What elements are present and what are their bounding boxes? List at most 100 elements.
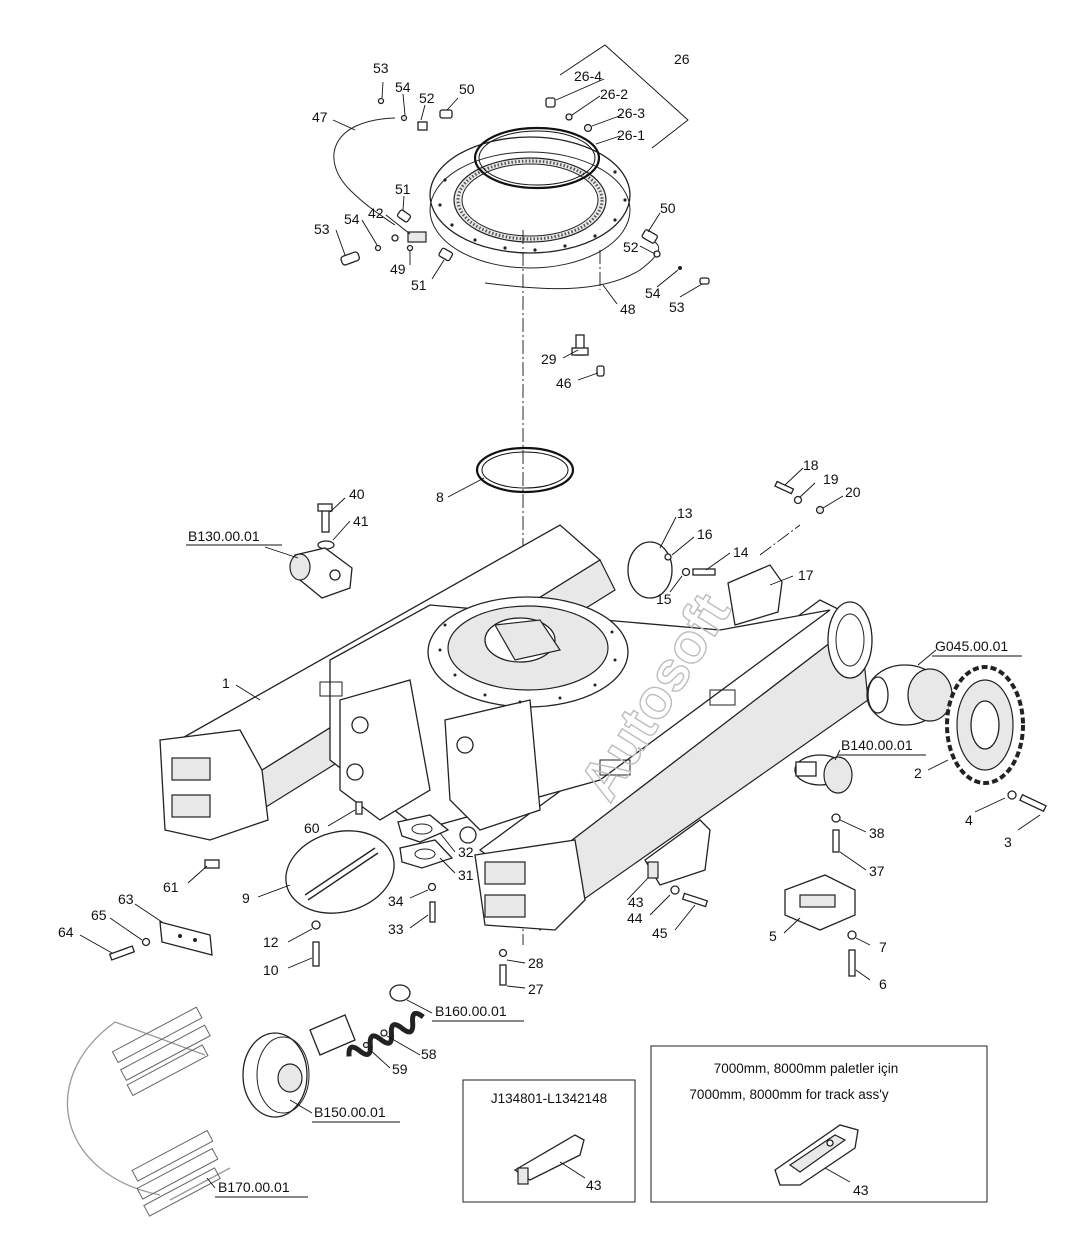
callout-13: 13 <box>677 505 693 521</box>
bolts-18-20 <box>774 480 825 515</box>
inset-track-line1: 7000mm, 8000mm paletler için <box>714 1061 899 1076</box>
callout-51-bottom: 51 <box>411 277 427 293</box>
callout-53-right: 53 <box>669 299 685 315</box>
washer-7 <box>847 930 857 940</box>
inset-serial-part: 43 <box>586 1177 602 1193</box>
callout-16: 16 <box>697 526 713 542</box>
bracket-5 <box>784 874 856 931</box>
bolt-6 <box>848 949 856 977</box>
callout-26-4: 26-4 <box>574 68 602 84</box>
recoil-spring <box>309 984 425 1057</box>
callout-49: 49 <box>390 261 406 277</box>
callout-32: 32 <box>458 844 474 860</box>
washer-44 <box>670 885 680 895</box>
washer-41 <box>317 540 335 550</box>
callout-28: 28 <box>528 955 544 971</box>
callout-47: 47 <box>312 109 328 125</box>
callout-20: 20 <box>845 484 861 500</box>
washer-part <box>565 113 573 121</box>
bolt-37 <box>832 829 840 853</box>
track-chain <box>66 1006 231 1217</box>
callout-53-left: 53 <box>314 221 330 237</box>
bolt-10 <box>312 941 320 967</box>
valve-58 <box>380 1029 388 1037</box>
callout-54-left: 54 <box>344 211 360 227</box>
callout-17: 17 <box>798 567 814 583</box>
bolt-64 <box>108 945 136 961</box>
callout-29: 29 <box>541 351 557 367</box>
callout-19: 19 <box>823 471 839 487</box>
gasket-31 <box>399 839 454 869</box>
callout-63: 63 <box>118 891 134 907</box>
travel-motor <box>866 664 953 726</box>
ref-b170: B170.00.01 <box>218 1179 290 1195</box>
callout-6: 6 <box>879 976 887 992</box>
callout-46: 46 <box>556 375 572 391</box>
callout-61: 61 <box>163 879 179 895</box>
front-idler <box>242 1032 310 1118</box>
ref-g045: G045.00.01 <box>935 638 1008 654</box>
callout-43-main: 43 <box>628 894 644 910</box>
callout-33: 33 <box>388 921 404 937</box>
inset-serial-range: J134801-L1342148 43 <box>462 1079 636 1203</box>
callout-2: 2 <box>914 765 922 781</box>
guard-43-variant-a <box>513 1134 585 1185</box>
bolt-45 <box>681 892 709 908</box>
washer-38 <box>831 813 841 823</box>
pin-60 <box>355 801 363 815</box>
inset-track-length: 7000mm, 8000mm paletler için 7000mm, 800… <box>650 1045 988 1203</box>
callout-4: 4 <box>965 812 973 828</box>
bolt-27 <box>499 964 507 986</box>
ref-b140: B140.00.01 <box>841 737 913 753</box>
callout-37: 37 <box>869 863 885 879</box>
callout-48: 48 <box>620 301 636 317</box>
washer-12 <box>311 920 321 930</box>
center-seal <box>475 446 575 494</box>
callout-1: 1 <box>222 675 230 691</box>
shim-61 <box>204 859 220 869</box>
bolt-40 <box>317 503 333 533</box>
callout-7: 7 <box>879 939 887 955</box>
callout-52-top: 52 <box>419 90 435 106</box>
callout-53-top: 53 <box>373 60 389 76</box>
plate-17 <box>727 564 783 626</box>
callout-labels: 26 26-4 26-2 26-3 26-1 53 54 52 50 47 51… <box>58 51 1012 1077</box>
callout-41: 41 <box>353 513 369 529</box>
bolt-14 <box>681 567 716 577</box>
callout-26-2: 26-2 <box>600 86 628 102</box>
inset-serial-title: J134801-L1342148 <box>491 1091 607 1106</box>
nipple-part <box>583 123 593 133</box>
callout-14: 14 <box>733 544 749 560</box>
callout-15: 15 <box>656 591 672 607</box>
ref-b150: B150.00.01 <box>314 1104 386 1120</box>
callout-58: 58 <box>421 1046 437 1062</box>
callout-65: 65 <box>91 907 107 923</box>
fitting-group-left <box>340 209 454 266</box>
sprocket <box>945 665 1025 785</box>
fitting-group-right <box>641 229 710 285</box>
callout-44: 44 <box>627 910 643 926</box>
callout-42: 42 <box>368 205 384 221</box>
guard-block-b130 <box>289 547 353 599</box>
callout-54-right: 54 <box>645 285 661 301</box>
group-bracket <box>559 44 689 149</box>
callout-38: 38 <box>869 825 885 841</box>
axis-plate <box>759 524 801 556</box>
track-frame <box>159 524 873 931</box>
seal-ring-inner <box>478 130 596 186</box>
washer-16 <box>664 553 672 561</box>
plug-part <box>545 97 556 108</box>
callout-45: 45 <box>652 925 668 941</box>
inset-track-part: 43 <box>853 1182 869 1198</box>
grease-hose-47 <box>333 117 396 226</box>
bolt-33 <box>429 901 436 923</box>
grease-hose-48 <box>484 239 660 290</box>
callout-60: 60 <box>304 820 320 836</box>
swing-bearing <box>429 136 631 269</box>
guard-43-variant-b <box>774 1124 859 1186</box>
callout-27: 27 <box>528 981 544 997</box>
plate-63 <box>159 921 213 956</box>
ref-b130: B130.00.01 <box>188 528 260 544</box>
